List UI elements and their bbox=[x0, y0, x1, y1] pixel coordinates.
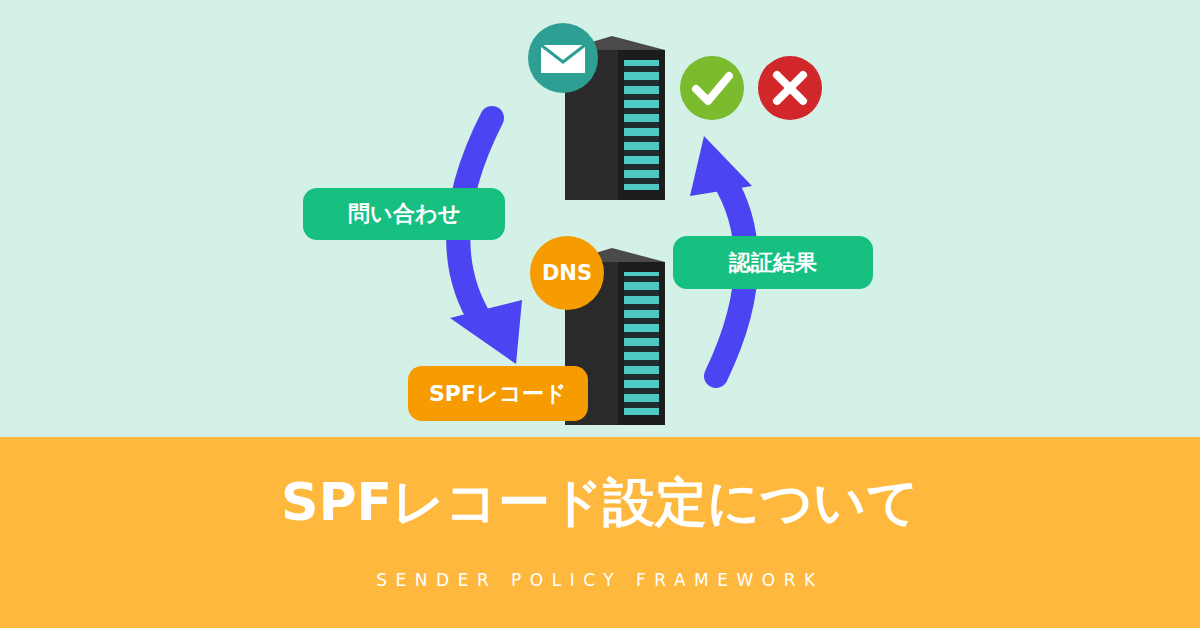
node-text: DNS bbox=[542, 261, 592, 285]
node-text: 認証結果 bbox=[729, 248, 817, 278]
page-caption: SENDER POLICY FRAMEWORK bbox=[0, 570, 1200, 590]
pass-icon bbox=[680, 56, 744, 120]
orange-band bbox=[0, 437, 1200, 628]
node-text: 問い合わせ bbox=[348, 199, 461, 229]
fail-icon bbox=[758, 56, 822, 120]
dns-badge: DNS bbox=[530, 236, 604, 310]
page-title: SPFレコード設定について bbox=[0, 468, 1200, 538]
query-arrow bbox=[450, 118, 522, 364]
node-text: SPFレコード bbox=[429, 379, 567, 409]
spf-record-label: SPFレコード bbox=[408, 366, 588, 421]
query-label: 問い合わせ bbox=[303, 188, 505, 240]
mail-icon bbox=[528, 23, 598, 93]
sky-ground bbox=[0, 0, 1200, 437]
result-label: 認証結果 bbox=[673, 236, 873, 289]
